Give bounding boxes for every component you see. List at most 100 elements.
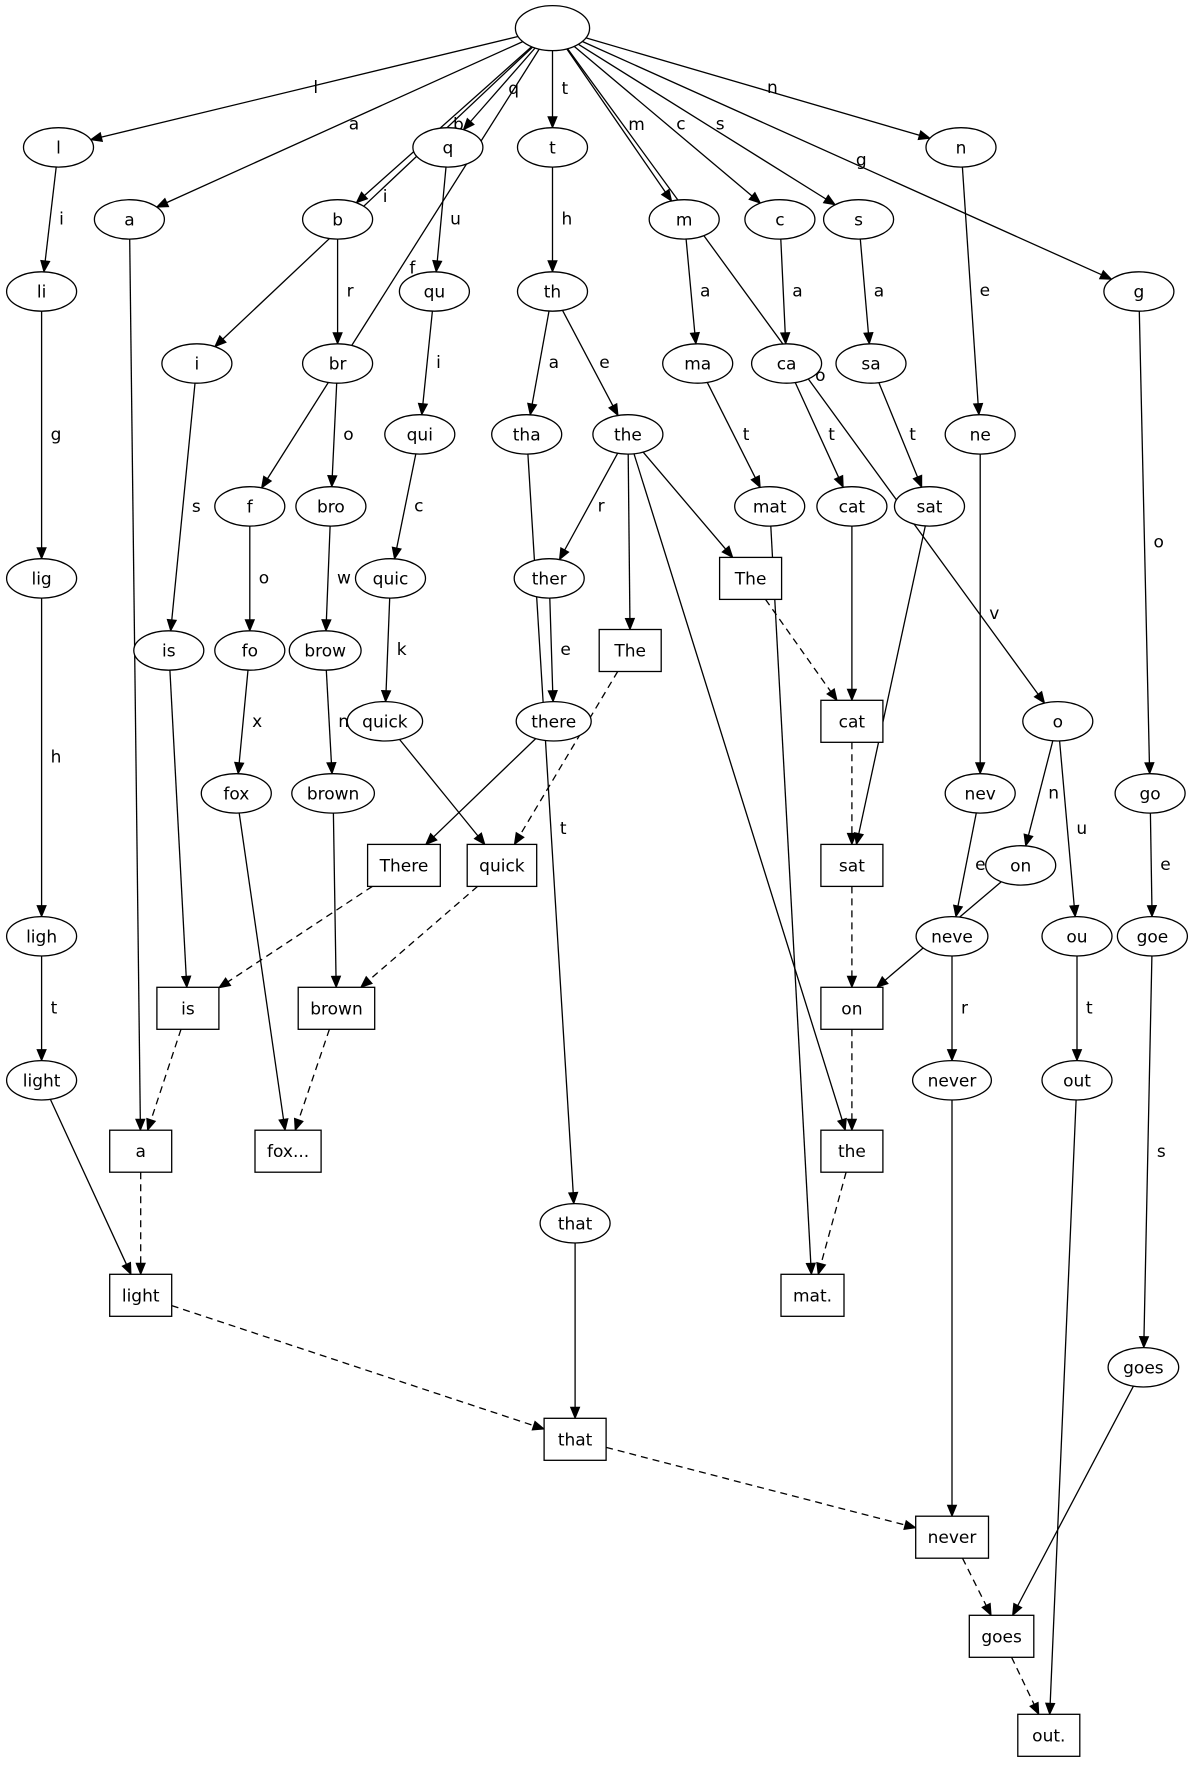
node-label: l	[56, 138, 61, 158]
edge-line	[561, 309, 614, 407]
node-label: the	[614, 425, 642, 445]
node-ellipse	[295, 486, 367, 527]
edge-root-to-s: s	[578, 43, 837, 206]
edge-quick-to-brown	[359, 885, 479, 989]
node-box	[466, 843, 538, 888]
edge-that-to-never	[605, 1446, 917, 1530]
prefix-node-light: light	[5, 1059, 78, 1101]
edge-line	[396, 453, 417, 549]
edge-label: a	[549, 353, 559, 373]
edge-label: t	[828, 425, 835, 445]
edge-label: e	[599, 353, 609, 373]
edge-line	[957, 812, 977, 907]
edge-f-to-fo: o	[244, 526, 269, 633]
node-box	[543, 1417, 607, 1461]
edge-line	[564, 452, 619, 551]
edge-line	[531, 310, 550, 405]
edge-root-to-f: f	[260, 48, 540, 490]
node-label: light	[122, 1286, 160, 1306]
word-node-the: The	[718, 556, 783, 601]
arrowhead-icon	[1144, 762, 1155, 776]
node-ellipse	[214, 630, 286, 671]
node-ellipse	[516, 271, 589, 312]
edge-label: i	[383, 187, 388, 207]
edge-label: o	[815, 366, 825, 386]
prefix-node-on: on	[985, 845, 1057, 886]
prefix-node-ne: ne	[944, 414, 1016, 455]
node-ellipse	[1041, 915, 1113, 957]
edge-line	[764, 599, 832, 692]
edge-line	[1017, 1385, 1134, 1606]
node-label: n	[956, 138, 967, 158]
edge-label: c	[414, 496, 423, 516]
arrowhead-icon	[1071, 1049, 1083, 1062]
node-label: fox	[223, 784, 249, 804]
edge-label: t	[1086, 998, 1093, 1018]
node-label: that	[558, 1214, 593, 1234]
node-box	[109, 1129, 173, 1173]
word-node-never: never	[915, 1515, 990, 1559]
edge-line	[44, 167, 57, 261]
edge-on-to-the	[846, 1029, 858, 1132]
prefix-node-out: out	[1041, 1059, 1113, 1101]
node-label: mat.	[793, 1286, 832, 1306]
prefix-node-m: m	[648, 199, 720, 240]
word-node-that: that	[543, 1417, 607, 1461]
edge-sat-to-sat	[853, 525, 926, 846]
node-label: t	[549, 138, 556, 158]
edge-label: r	[598, 496, 605, 516]
edge-line	[325, 526, 331, 620]
node-ellipse	[516, 127, 589, 168]
edge-cat-to-sat	[846, 742, 858, 846]
edge-line	[633, 453, 843, 1120]
edge-label: l	[313, 78, 318, 98]
edge-root-to-t: t	[547, 50, 569, 130]
edge-l-to-li: i	[40, 167, 64, 274]
node-box	[598, 628, 662, 673]
node-label: lig	[31, 569, 51, 589]
edge-line	[878, 382, 919, 478]
node-ellipse	[1114, 773, 1186, 814]
node-box	[820, 843, 884, 888]
arrowhead-icon	[432, 259, 443, 274]
node-label: ca	[777, 355, 797, 375]
prefix-node-ligh: ligh	[5, 915, 78, 957]
node-ellipse	[161, 343, 233, 384]
edge-label: x	[252, 712, 262, 732]
arrowhead-icon	[359, 975, 373, 989]
edge-line	[1143, 955, 1153, 1337]
prefix-node-li: li	[5, 271, 78, 312]
edge-label: k	[397, 640, 407, 660]
node-ellipse	[744, 199, 816, 240]
prefix-node-the: the	[592, 414, 664, 455]
node-label: fox...	[267, 1142, 309, 1162]
arrowhead-icon	[146, 1117, 157, 1132]
edge-g-to-go: o	[1138, 311, 1164, 776]
arrowhead-icon	[863, 331, 874, 346]
node-ellipse	[412, 127, 484, 168]
arrowhead-icon	[355, 191, 369, 204]
edge-label: f	[409, 259, 416, 279]
node-label: go	[1139, 784, 1160, 804]
node-label: brown	[310, 999, 363, 1019]
edge-brown-to-fox	[293, 1029, 331, 1132]
arrowhead-icon	[946, 1504, 958, 1518]
edge-label: t	[909, 425, 916, 445]
node-ellipse	[214, 486, 286, 527]
edge-label: i	[59, 209, 64, 229]
node-label: out	[1063, 1071, 1091, 1091]
arrowhead-icon	[903, 1519, 917, 1530]
edge-label: a	[792, 282, 802, 302]
node-ellipse	[384, 414, 456, 455]
edge-line	[578, 43, 827, 200]
node-ellipse	[1041, 1059, 1113, 1101]
edge-label: u	[450, 209, 461, 229]
edge-line	[820, 1172, 847, 1264]
arrowhead-icon	[260, 475, 273, 490]
arrowhead-icon	[974, 762, 986, 776]
node-ellipse	[514, 4, 591, 52]
arrowhead-icon	[513, 831, 525, 846]
edge-label: e	[975, 855, 985, 875]
edge-label: b	[453, 115, 464, 135]
prefix-node-cat: cat	[816, 486, 888, 527]
